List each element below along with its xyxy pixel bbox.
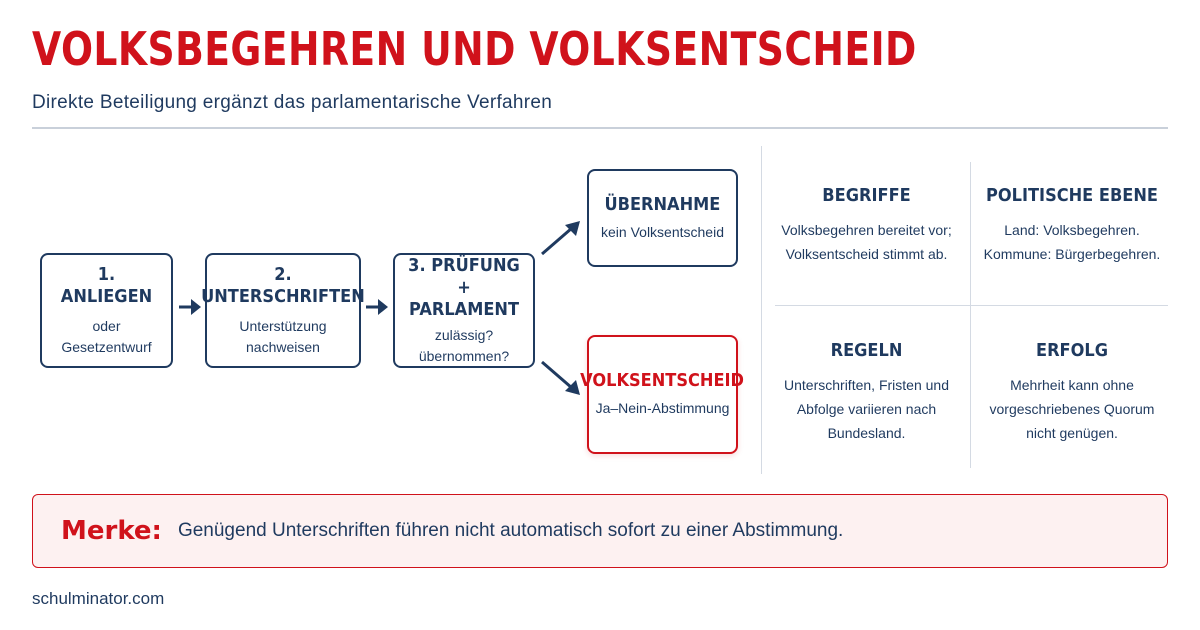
step-anliegen-text: oder Gesetzentwurf [61, 317, 152, 355]
outcome-volksentscheid-text: Ja–Nein-Abstimmung [595, 400, 730, 416]
page-subtitle: Direkte Beteiligung ergänzt das parlamen… [32, 92, 553, 113]
grid-divider-left [761, 146, 762, 474]
step-anliegen: 1. ANLIEGEN oder Gesetzentwurf [40, 253, 173, 368]
info-ebene-line: Kommune: Bürgerbegehren. [983, 246, 1161, 262]
merke-callout: Merke: Genügend Unterschriften führen ni… [32, 494, 1168, 568]
arrow-right-icon [179, 299, 201, 315]
merke-text: Genügend Unterschriften führen nicht aut… [177, 520, 844, 541]
info-begriffe-title: BEGRIFFE [822, 185, 911, 206]
info-erfolg: ERFOLG Mehrheit kann ohne vorgeschrieben… [972, 339, 1172, 445]
info-regeln-text: Unterschriften, Fristen und Abfolge vari… [763, 373, 970, 445]
merke-label: Merke: [61, 516, 162, 546]
info-regeln-line: Unterschriften, Fristen und [784, 377, 949, 393]
info-politische-ebene: POLITISCHE EBENE Land: Volksbegehren. Ko… [972, 184, 1172, 266]
info-begriffe-line: Volksentscheid stimmt ab. [785, 246, 948, 262]
info-begriffe-line: Volksbegehren bereitet vor; [781, 222, 952, 238]
grid-divider-middle [775, 305, 1168, 306]
info-ebene-text: Land: Volksbegehren. Kommune: Bürgerbege… [972, 218, 1172, 266]
arrow-down-right-icon [541, 360, 580, 395]
info-regeln: REGELN Unterschriften, Fristen und Abfol… [763, 339, 970, 445]
step-unterschriften: 2. UNTERSCHRIFTEN Unterstützung nachweis… [201, 253, 365, 368]
arrow-right-icon [366, 299, 388, 315]
arrow-up-right-icon [541, 221, 580, 256]
info-regeln-title: REGELN [830, 340, 903, 361]
info-erfolg-text: Mehrheit kann ohne vorgeschriebenes Quor… [972, 373, 1172, 445]
step-pruefung-title-line2: PARLAMENT [408, 298, 520, 320]
outcome-uebernahme-title: ÜBERNAHME [604, 193, 721, 215]
outcome-volksentscheid-title: VOLKSENTSCHEID [580, 370, 745, 391]
step-unterschriften-title: 2. UNTERSCHRIFTEN [201, 263, 365, 307]
step-pruefung: 3. PRÜFUNG + PARLAMENT zulässig? übernom… [393, 253, 535, 368]
info-ebene-line: Land: Volksbegehren. [1004, 222, 1140, 238]
info-erfolg-line: nicht genügen. [1026, 425, 1118, 441]
step-unterschriften-text-line1: Unterstützung [239, 317, 327, 334]
step-anliegen-title: 1. ANLIEGEN [60, 263, 153, 307]
info-ebene-title: POLITISCHE EBENE [985, 185, 1158, 206]
info-begriffe: BEGRIFFE Volksbegehren bereitet vor; Vol… [763, 184, 970, 266]
grid-divider-center [970, 162, 971, 468]
info-erfolg-title: ERFOLG [1036, 340, 1108, 361]
step-unterschriften-text: Unterstützung nachweisen [239, 316, 326, 358]
step-pruefung-title: 3. PRÜFUNG + PARLAMENT [407, 255, 520, 321]
step-pruefung-title-line1: 3. PRÜFUNG + [408, 254, 520, 298]
info-erfolg-line: vorgeschriebenes Quorum [989, 401, 1155, 417]
header-divider [32, 127, 1168, 129]
step-unterschriften-text-line2: nachweisen [246, 338, 320, 355]
info-regeln-line: Bundesland. [827, 425, 906, 441]
footer-site: schulminator.com [32, 589, 165, 608]
info-regeln-line: Abfolge variieren nach [796, 401, 937, 417]
page-title: VOLKSBEGEHREN UND VOLKSENTSCHEID [32, 22, 917, 76]
info-begriffe-text: Volksbegehren bereitet vor; Volksentsche… [763, 218, 970, 266]
outcome-uebernahme-text: kein Volksentscheid [601, 223, 724, 240]
step-pruefung-text: zulässig? übernommen? [418, 326, 510, 364]
outcome-volksentscheid: VOLKSENTSCHEID Ja–Nein-Abstimmung [581, 335, 744, 454]
outcome-uebernahme: ÜBERNAHME kein Volksentscheid [587, 169, 738, 267]
info-erfolg-line: Mehrheit kann ohne [1010, 377, 1134, 393]
